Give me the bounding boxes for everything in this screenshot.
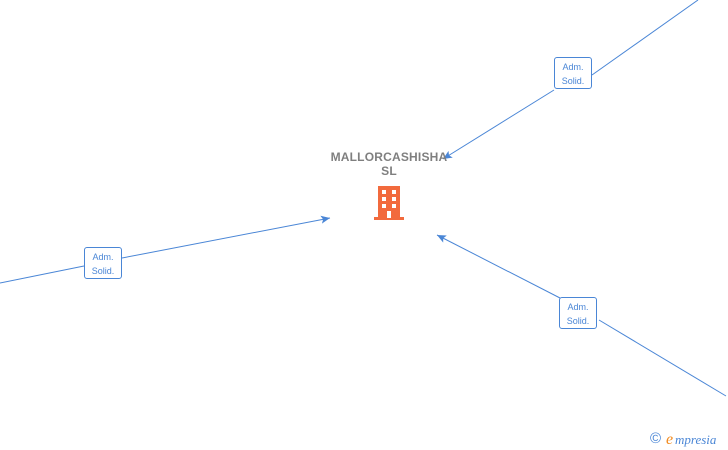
relation-badge-3[interactable]: Adm. Solid. <box>559 297 597 329</box>
edge-arrow-3 <box>436 234 561 299</box>
empresia-logo: e mpresia <box>666 431 717 448</box>
relation-label-line2: Solid. <box>91 266 115 276</box>
edge-line-1 <box>591 0 699 76</box>
company-name[interactable]: MALLORCASHISHA SL <box>314 150 464 178</box>
relation-label-line1: Adm. <box>567 302 589 312</box>
company-name-line1: MALLORCASHISHA <box>330 150 448 164</box>
svg-text:e: e <box>666 431 673 448</box>
svg-text:mpresia: mpresia <box>675 432 717 447</box>
relation-label-line1: Adm. <box>562 62 584 72</box>
relation-label-line2: Solid. <box>566 316 590 326</box>
copyright-symbol: © <box>650 430 662 447</box>
building-icon[interactable] <box>372 184 406 220</box>
edge-line-3 <box>598 319 727 397</box>
edge-line-2 <box>0 265 85 284</box>
relation-badge-2[interactable]: Adm. Solid. <box>84 247 122 279</box>
brand-watermark: © e mpresia <box>650 429 728 449</box>
edge-arrow-2 <box>121 215 331 259</box>
relation-badge-1[interactable]: Adm. Solid. <box>554 57 592 89</box>
edge-arrow-1 <box>442 89 555 160</box>
relation-label-line1: Adm. <box>92 252 114 262</box>
company-name-line2: SL <box>381 164 397 178</box>
relation-label-line2: Solid. <box>561 76 585 86</box>
